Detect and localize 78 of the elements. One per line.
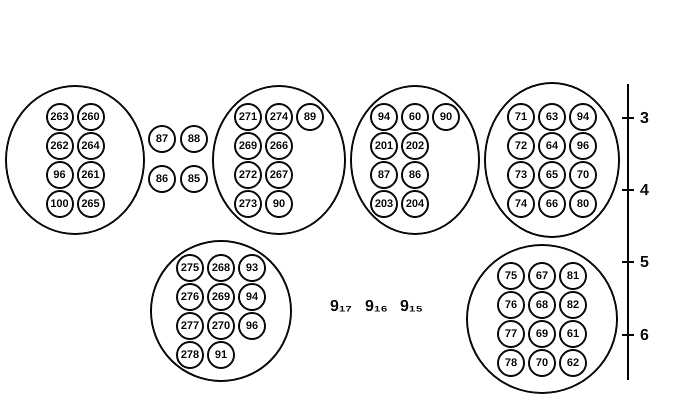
cluster-circle	[212, 85, 346, 235]
number-circle: 268	[207, 254, 235, 282]
number-circle: 269	[234, 132, 262, 160]
number-circle: 204	[401, 190, 429, 218]
number-circle: 70	[528, 348, 556, 376]
cluster-circle	[150, 240, 292, 382]
cluster-circle	[484, 82, 620, 238]
number-circle: 87	[148, 125, 176, 153]
number-circle: 81	[559, 262, 587, 290]
number-circle: 100	[46, 190, 74, 218]
number-circle: 272	[234, 160, 262, 188]
cluster-circle	[466, 244, 618, 394]
group-label: 9₁₅	[400, 298, 423, 316]
number-circle: 77	[497, 320, 525, 348]
number-circle: 63	[538, 102, 566, 130]
number-circle: 94	[370, 102, 398, 130]
number-circle: 93	[238, 254, 266, 282]
number-circle: 269	[207, 282, 235, 310]
number-circle: 202	[401, 132, 429, 160]
number-circle: 277	[176, 312, 204, 340]
number-circle: 276	[176, 282, 204, 310]
number-circle: 69	[528, 320, 556, 348]
cluster-circle	[350, 85, 480, 235]
number-circle: 264	[76, 132, 104, 160]
number-circle: 261	[76, 160, 104, 188]
number-circle: 82	[559, 290, 587, 318]
number-circle: 60	[401, 102, 429, 130]
number-circle: 65	[538, 160, 566, 188]
number-circle: 86	[148, 165, 176, 193]
number-circle: 274	[265, 102, 293, 130]
number-circle: 90	[432, 102, 460, 130]
number-circle: 96	[238, 312, 266, 340]
number-circle: 64	[538, 132, 566, 160]
number-circle: 201	[370, 132, 398, 160]
number-circle: 270	[207, 312, 235, 340]
number-circle: 96	[46, 160, 74, 188]
number-circle: 267	[265, 160, 293, 188]
number-circle: 62	[559, 348, 587, 376]
axis-tick-label: 3	[640, 110, 649, 128]
number-circle: 61	[559, 320, 587, 348]
number-circle: 76	[497, 290, 525, 318]
number-circle: 74	[507, 190, 535, 218]
number-circle: 89	[296, 102, 324, 130]
number-circle: 88	[180, 125, 208, 153]
number-circle: 68	[528, 290, 556, 318]
number-circle: 71	[507, 102, 535, 130]
group-label: 9₁₇	[330, 298, 352, 316]
number-circle: 203	[370, 190, 398, 218]
number-circle: 85	[180, 165, 208, 193]
number-circle: 278	[176, 340, 204, 368]
number-circle: 73	[507, 160, 535, 188]
group-label: 9₁₆	[365, 298, 388, 316]
number-circle: 260	[76, 102, 104, 130]
axis-tick-label: 6	[640, 327, 649, 345]
number-circle: 266	[265, 132, 293, 160]
number-circle: 91	[207, 340, 235, 368]
number-circle: 86	[401, 160, 429, 188]
number-circle: 80	[569, 190, 597, 218]
number-circle: 275	[176, 254, 204, 282]
number-circle: 87	[370, 160, 398, 188]
number-circle: 271	[234, 102, 262, 130]
number-circle: 90	[265, 190, 293, 218]
number-circle: 72	[507, 132, 535, 160]
axis-tick-label: 5	[640, 254, 649, 272]
axis-tick-label: 4	[640, 182, 649, 200]
number-circle: 265	[76, 190, 104, 218]
number-circle: 262	[46, 132, 74, 160]
number-circle: 75	[497, 262, 525, 290]
cluster-circle	[5, 85, 145, 235]
number-circle: 67	[528, 262, 556, 290]
number-circle: 70	[569, 160, 597, 188]
number-circle: 78	[497, 348, 525, 376]
number-circle: 94	[569, 102, 597, 130]
number-circle: 263	[46, 102, 74, 130]
number-circle: 96	[569, 132, 597, 160]
number-circle: 94	[238, 282, 266, 310]
number-circle: 66	[538, 190, 566, 218]
number-circle: 273	[234, 190, 262, 218]
